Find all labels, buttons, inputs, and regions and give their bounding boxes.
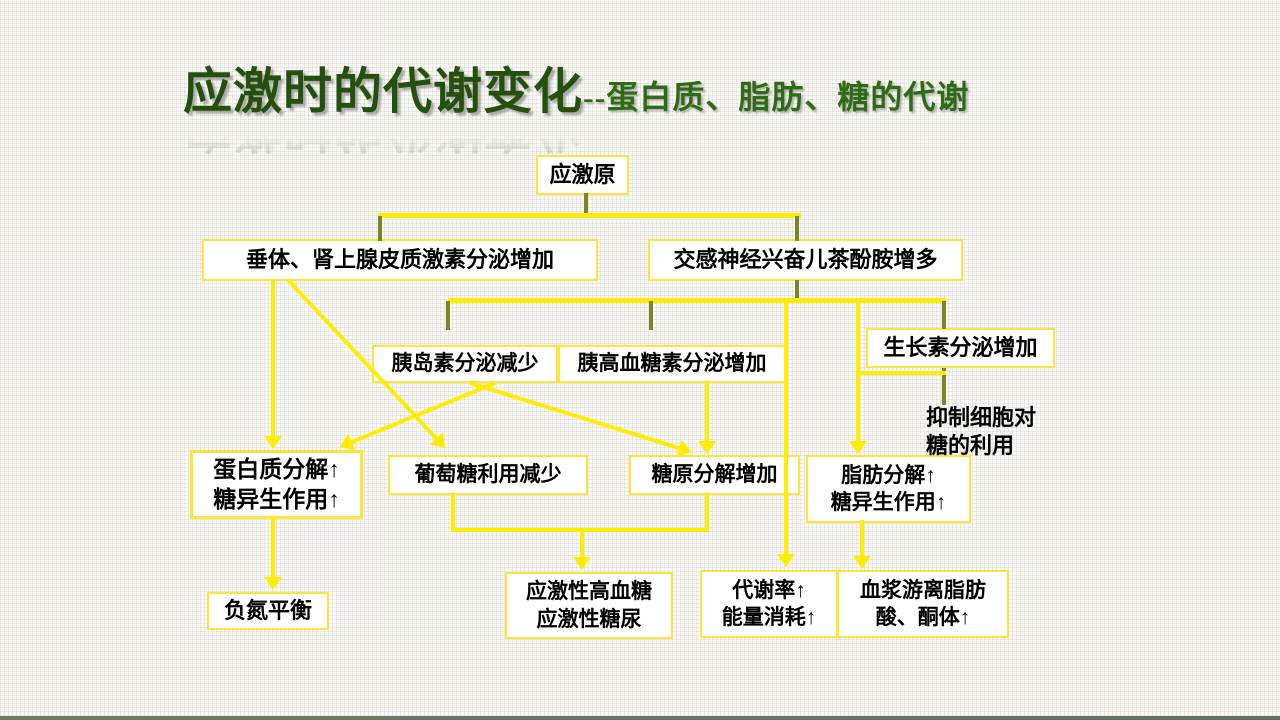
connector-h1-to-pituitary — [378, 216, 382, 241]
node-nitrogen: 负氮平衡 — [207, 592, 329, 630]
node-insulin: 胰岛素分泌减少 — [372, 345, 558, 383]
arrow-pituitary-to-protein — [264, 280, 282, 449]
title-main: 应激时的代谢变化 — [183, 64, 584, 119]
node-protein: 蛋白质分解↑ 糖异生作用↑ — [190, 450, 363, 519]
slide-bottom-edge — [0, 716, 1280, 720]
node-metabolic-rate: 代谢率↑ 能量消耗↑ — [700, 570, 838, 638]
node-sympathetic: 交感神经兴奋儿茶酚胺增多 — [648, 239, 963, 281]
connector-growth-to-inhibit — [942, 368, 946, 405]
arrow-h2-to-fat — [849, 301, 867, 454]
connector-h1 — [378, 213, 801, 218]
node-growth-hormone: 生长素分泌增加 — [866, 328, 1055, 368]
connector-stressor-down — [584, 193, 588, 216]
node-hyperglycemia: 应激性高血糖 应激性糖尿 — [505, 572, 673, 639]
node-glucose-util: 葡萄糖利用减少 — [388, 455, 588, 495]
node-stressor: 应激原 — [536, 155, 629, 195]
title-suffix: --蛋白质、脂肪、糖的代谢 — [583, 79, 970, 115]
connector-glycogen-down — [705, 494, 709, 530]
node-glycogen: 糖原分解增加 — [629, 455, 800, 495]
arrow-h4-to-hyperglycemia — [573, 530, 591, 570]
connector-h3-growth-branch — [856, 371, 946, 375]
arrow-insulin-to-glycogen — [469, 381, 695, 461]
node-pituitary: 垂体、肾上腺皮质激素分泌增加 — [202, 239, 598, 281]
connector-glucoseutil-down — [451, 494, 455, 530]
arrow-insulin-to-protein — [336, 381, 496, 456]
connector-sympathetic-down — [795, 280, 799, 300]
arrow-h2-to-metabolic — [777, 301, 795, 567]
node-inhibit-glucose: 抑制细胞对 糖的利用 — [926, 405, 1037, 458]
connector-h1-to-sympathetic — [795, 216, 799, 241]
connector-h4 — [451, 528, 709, 532]
node-plasma-lipids: 血浆游离脂肪 酸、酮体↑ — [837, 570, 1009, 638]
slide-title: 应激时的代谢变化--蛋白质、脂肪、糖的代谢 — [183, 52, 969, 123]
node-fat: 脂肪分解↑ 糖异生作用↑ — [806, 455, 971, 523]
connector-h2 — [448, 298, 946, 303]
arrow-fat-to-plasma — [853, 520, 871, 569]
arrow-protein-to-nitrogen — [264, 517, 282, 590]
arrow-glucagon-to-glycogen — [698, 382, 716, 454]
connector-h2-to-glucagon — [649, 301, 653, 330]
node-glucagon: 胰高血糖素分泌增加 — [558, 345, 786, 383]
connector-h2-to-growth — [942, 301, 946, 329]
connector-h2-to-insulin — [446, 301, 450, 330]
